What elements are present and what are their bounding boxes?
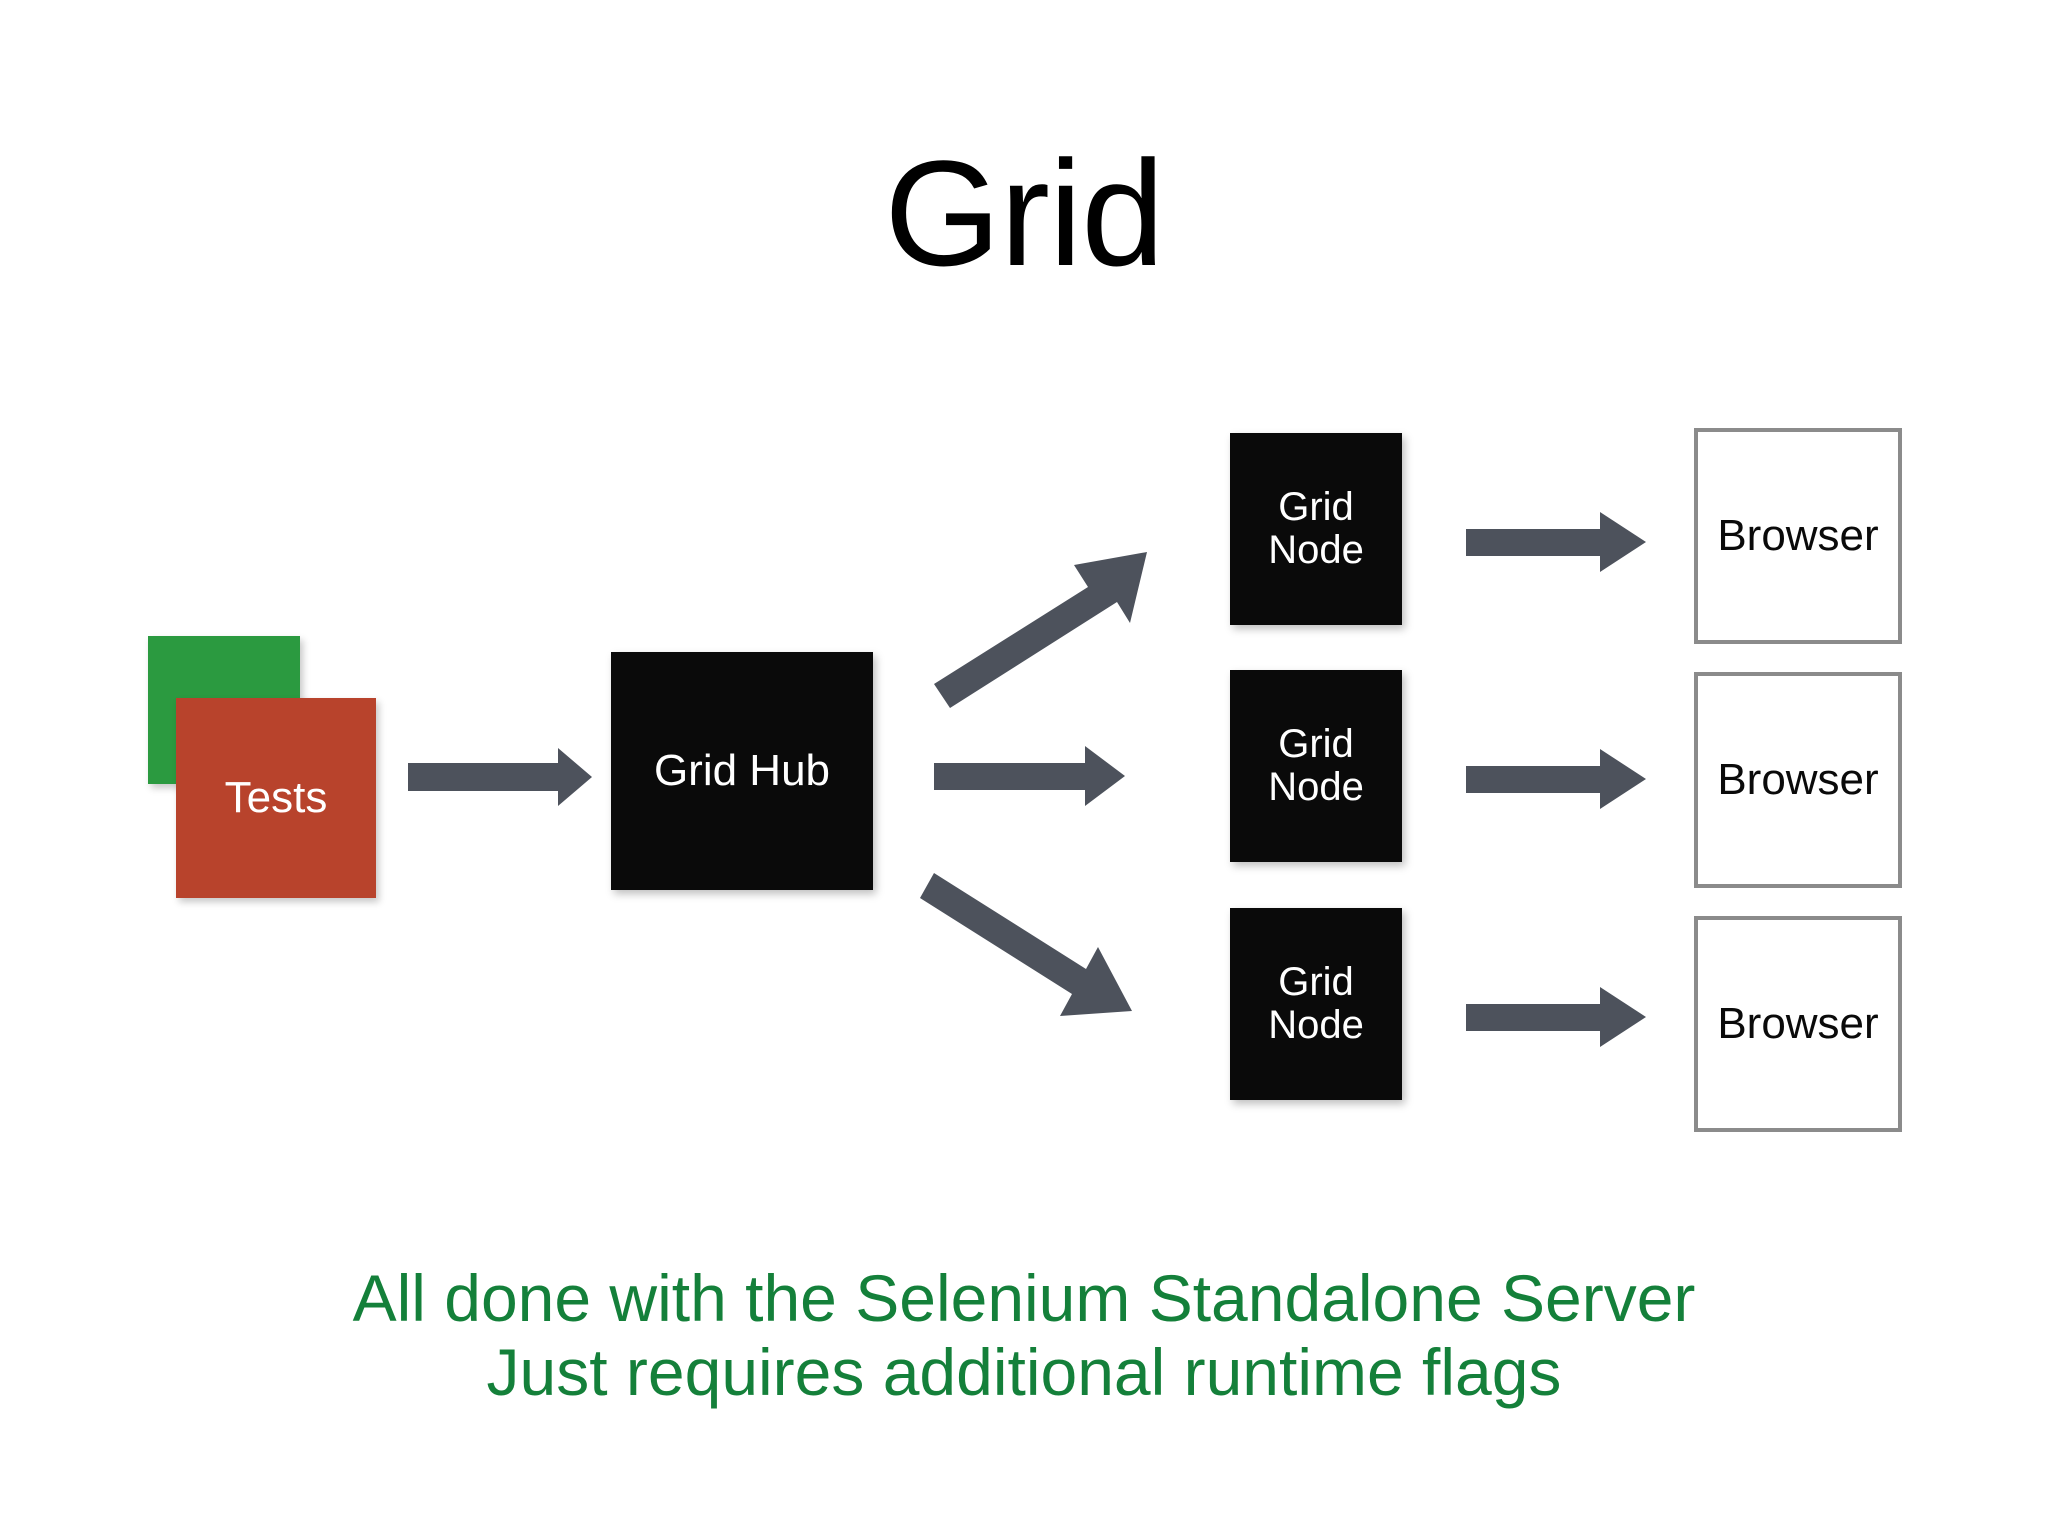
browser-box-1: Browser [1694, 428, 1902, 644]
arrow-node-1-to-browser-1 [1466, 512, 1646, 572]
browser-box-3: Browser [1694, 916, 1902, 1132]
grid-node-box-2: Grid Node [1230, 670, 1402, 862]
grid-node-label-2: Grid Node [1268, 722, 1364, 809]
grid-hub-label: Grid Hub [653, 746, 831, 795]
arrow-hub-to-node-1 [934, 552, 1147, 708]
grid-node-label-1: Grid Node [1268, 485, 1364, 572]
grid-hub-box: Grid Hub [611, 652, 873, 890]
grid-node-label-3: Grid Node [1268, 960, 1364, 1047]
caption-line-2: Just requires additional runtime flags [486, 1334, 1562, 1409]
browser-label-1: Browser [1717, 511, 1879, 560]
arrow-node-3-to-browser-3 [1466, 987, 1646, 1047]
arrow-tests-to-hub [408, 748, 592, 806]
page-title: Grid [884, 129, 1164, 297]
browser-box-2: Browser [1694, 672, 1902, 888]
browser-label-3: Browser [1717, 999, 1879, 1048]
arrow-hub-to-node-3 [920, 873, 1132, 1016]
tests-label: Tests [224, 773, 328, 822]
arrow-hub-to-node-2 [934, 746, 1125, 806]
arrow-node-2-to-browser-2 [1466, 749, 1646, 809]
grid-node-box-1: Grid Node [1230, 433, 1402, 625]
caption-line-1: All done with the Selenium Standalone Se… [352, 1261, 1696, 1335]
grid-node-box-3: Grid Node [1230, 908, 1402, 1100]
tests-card-front: Tests [176, 698, 376, 898]
browser-label-2: Browser [1717, 755, 1879, 804]
caption-block: All done with the Selenium Standalone Se… [0, 1261, 2048, 1410]
